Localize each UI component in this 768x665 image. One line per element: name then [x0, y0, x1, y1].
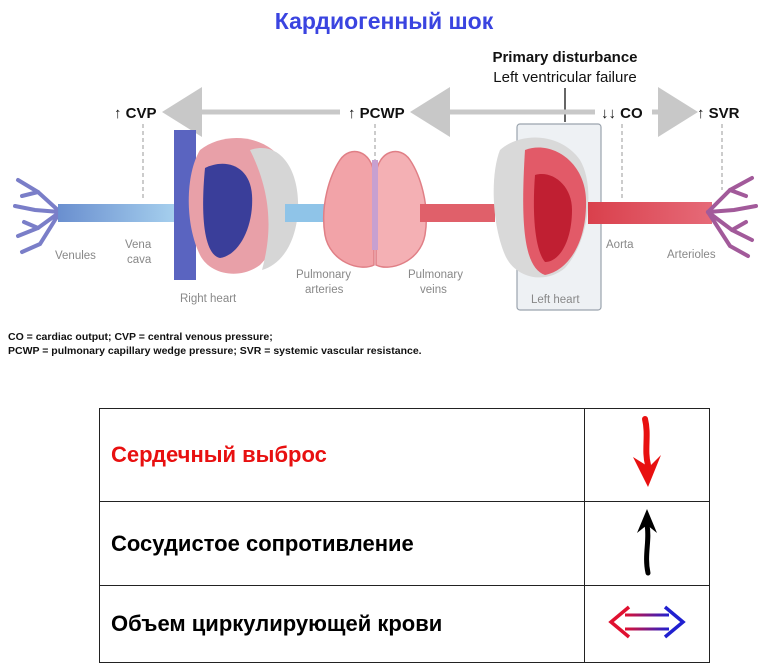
label-left-heart: Left heart — [531, 294, 580, 306]
marker-pcwp: ↑ PCWP — [348, 105, 405, 122]
dashed-guides — [142, 124, 723, 200]
label-venules: Venules — [55, 250, 96, 262]
table-row: Объем циркулирующей крови — [99, 585, 710, 663]
marker-co: ↓↓ CO — [601, 105, 643, 122]
vena-cava-vessel — [58, 204, 180, 222]
label-pulm-arteries-1: Pulmonary — [296, 269, 351, 281]
right-heart-icon — [174, 130, 299, 280]
label-pulm-arteries-2: arteries — [305, 284, 344, 296]
abbreviation-line: PCWP = pulmonary capillary wedge pressur… — [8, 345, 422, 357]
label-arterioles: Arterioles — [667, 249, 716, 261]
marker-cvp: ↑ CVP — [114, 105, 157, 122]
lungs-icon — [322, 150, 428, 268]
pulmonary-artery-vessel — [285, 204, 335, 222]
double-arrow-icon — [584, 585, 710, 663]
label-pulm-veins-2: veins — [420, 284, 447, 296]
marker-svr: ↑ SVR — [697, 105, 740, 122]
pulmonary-veins-vessel — [420, 204, 495, 222]
table-row: Сосудистое сопротивление — [99, 501, 710, 586]
row-label-blood-volume: Объем циркулирующей крови — [99, 585, 585, 663]
row-label-cardiac-output: Сердечный выброс — [99, 408, 585, 502]
page-title: Кардиогенный шок — [274, 8, 494, 34]
row-label-vascular-resistance: Сосудистое сопротивление — [99, 501, 585, 586]
venules-icon — [13, 178, 62, 254]
table-row: Сердечный выброс — [99, 408, 710, 502]
label-pulm-veins-1: Pulmonary — [408, 269, 463, 281]
label-aorta: Aorta — [606, 239, 634, 251]
primary-disturbance-subtitle: Left ventricular failure — [493, 69, 636, 86]
abbreviation-line: CO = cardiac output; CVP = central venou… — [8, 331, 273, 343]
arterioles-icon — [706, 176, 758, 258]
circulation-diagram: Primary disturbance Left ventricular fai… — [13, 49, 758, 311]
abbreviation-legend: CO = cardiac output; CVP = central venou… — [8, 330, 708, 358]
hemodynamics-table: Сердечный выброс Сосудистое сопротивлени… — [99, 408, 710, 663]
label-vena-cava-2: cava — [127, 254, 152, 266]
primary-disturbance-title: Primary disturbance — [492, 49, 637, 66]
up-arrow-icon — [584, 501, 710, 586]
label-vena-cava-1: Vena — [125, 239, 152, 251]
label-right-heart: Right heart — [180, 293, 237, 305]
left-heart-icon — [493, 137, 589, 278]
aorta-vessel — [588, 202, 712, 224]
down-arrow-icon — [584, 408, 710, 502]
